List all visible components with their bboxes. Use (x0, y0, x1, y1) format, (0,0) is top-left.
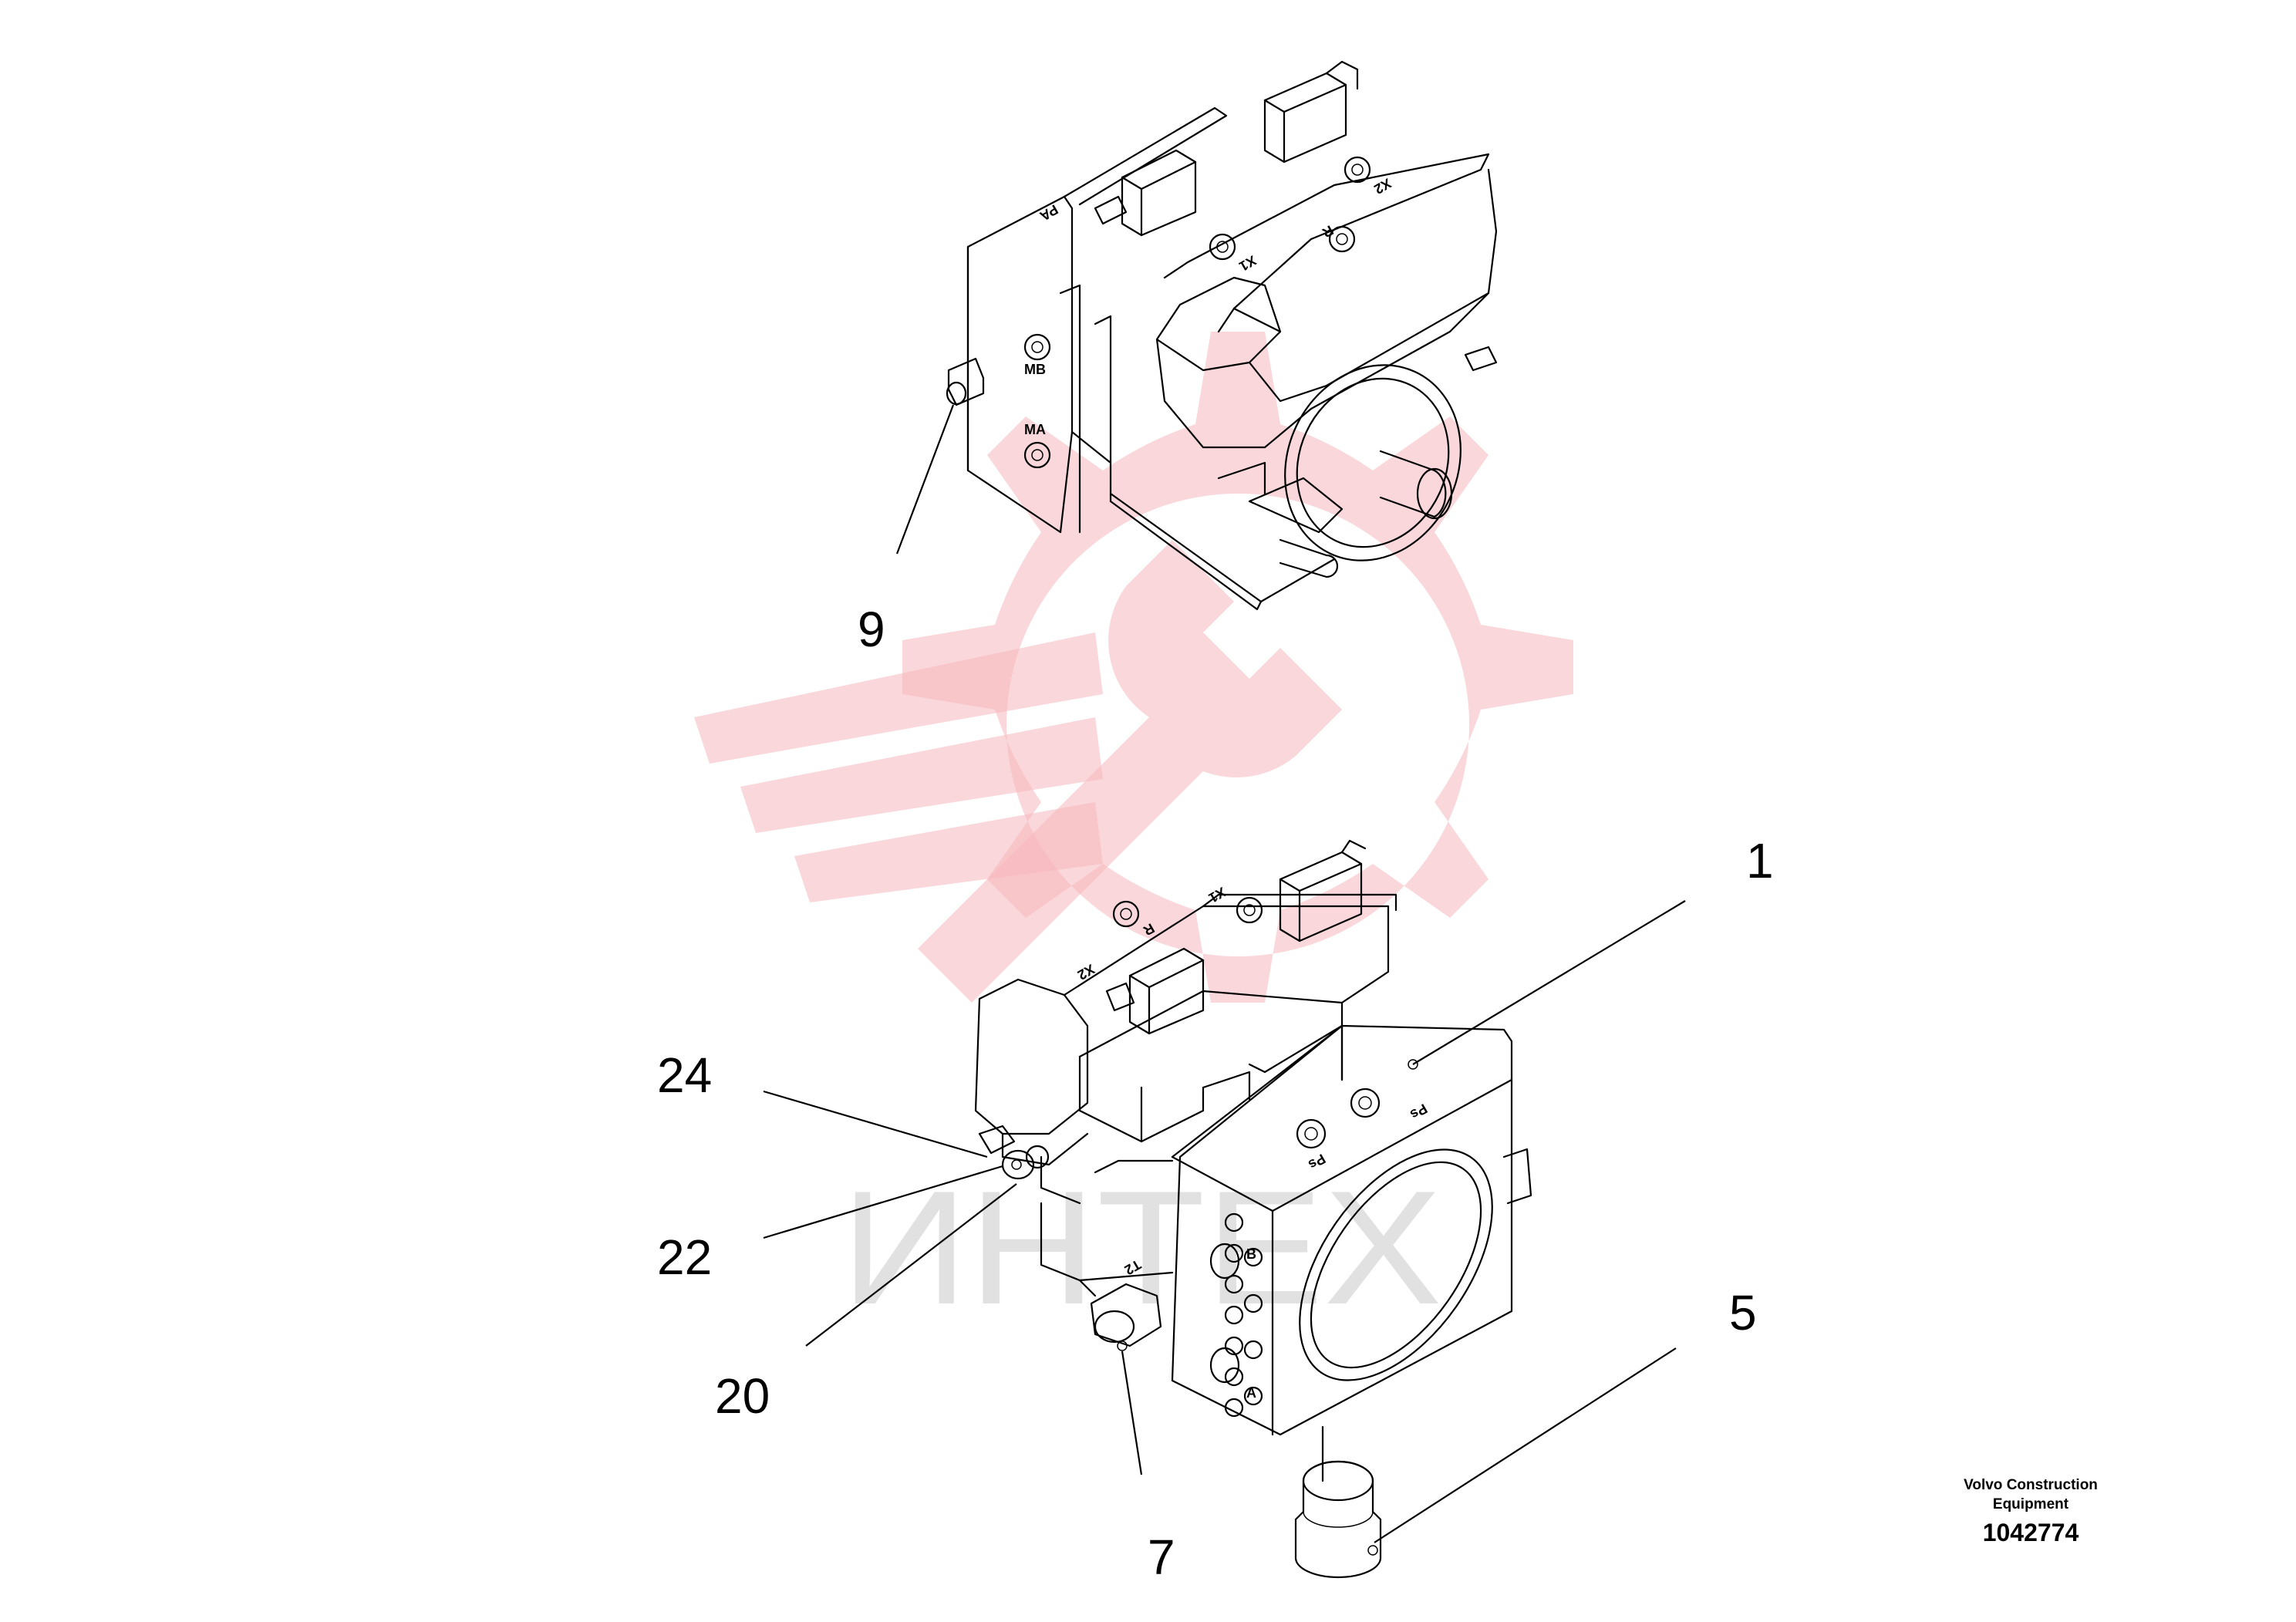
port-label-a: A (1246, 1385, 1256, 1401)
leader-5 (1374, 1347, 1677, 1543)
document-number: 1042774 (1983, 1519, 2079, 1546)
callout-5: 5 (1729, 1285, 1757, 1340)
callout-20: 20 (715, 1368, 770, 1424)
port-label-lower-x2: X2 (1075, 961, 1097, 983)
leader-24 (763, 1090, 988, 1158)
watermark-logo (694, 332, 1573, 1003)
maker-name-line-1: Volvo Construction (1964, 1477, 2098, 1493)
watermark-text: ИНТЕХ (841, 1157, 1442, 1338)
callout-22: 22 (657, 1229, 712, 1285)
leader-20 (805, 1183, 1017, 1347)
upper-assembly (946, 60, 1498, 611)
port-label-r: R (1320, 222, 1336, 241)
maker-name-line-2: Equipment (1993, 1496, 2069, 1512)
callout-7: 7 (1148, 1529, 1175, 1585)
port-label-lower-x1: X1 (1206, 884, 1229, 905)
port-label-mb: MB (1024, 362, 1046, 377)
port-label-x2: X2 (1371, 175, 1394, 197)
callout-1: 1 (1746, 833, 1774, 889)
port-label-b: B (1246, 1246, 1256, 1262)
leader-1 (1412, 900, 1686, 1065)
port-label-pa: PA (1037, 201, 1061, 224)
leader-lines (763, 404, 1686, 1543)
title-block: Volvo Construction Equipment 1042774 (1964, 1477, 2098, 1546)
leader-9 (895, 404, 955, 555)
leader-7 (1121, 1351, 1143, 1475)
lower-port-caps (1112, 896, 1381, 1149)
leader-22 (763, 1165, 1003, 1239)
upper-port-caps (1023, 156, 1371, 469)
lower-assembly (974, 839, 1532, 1579)
callout-labels: 9 1 24 22 20 5 7 (657, 602, 1774, 1585)
callout-9: 9 (858, 602, 885, 657)
port-label-ma: MA (1024, 422, 1046, 437)
callout-24: 24 (657, 1047, 712, 1103)
lower-face-ports (1209, 1212, 1263, 1418)
port-label-x1: X1 (1236, 252, 1259, 274)
port-label-ps-1: Ps (1408, 1101, 1430, 1122)
